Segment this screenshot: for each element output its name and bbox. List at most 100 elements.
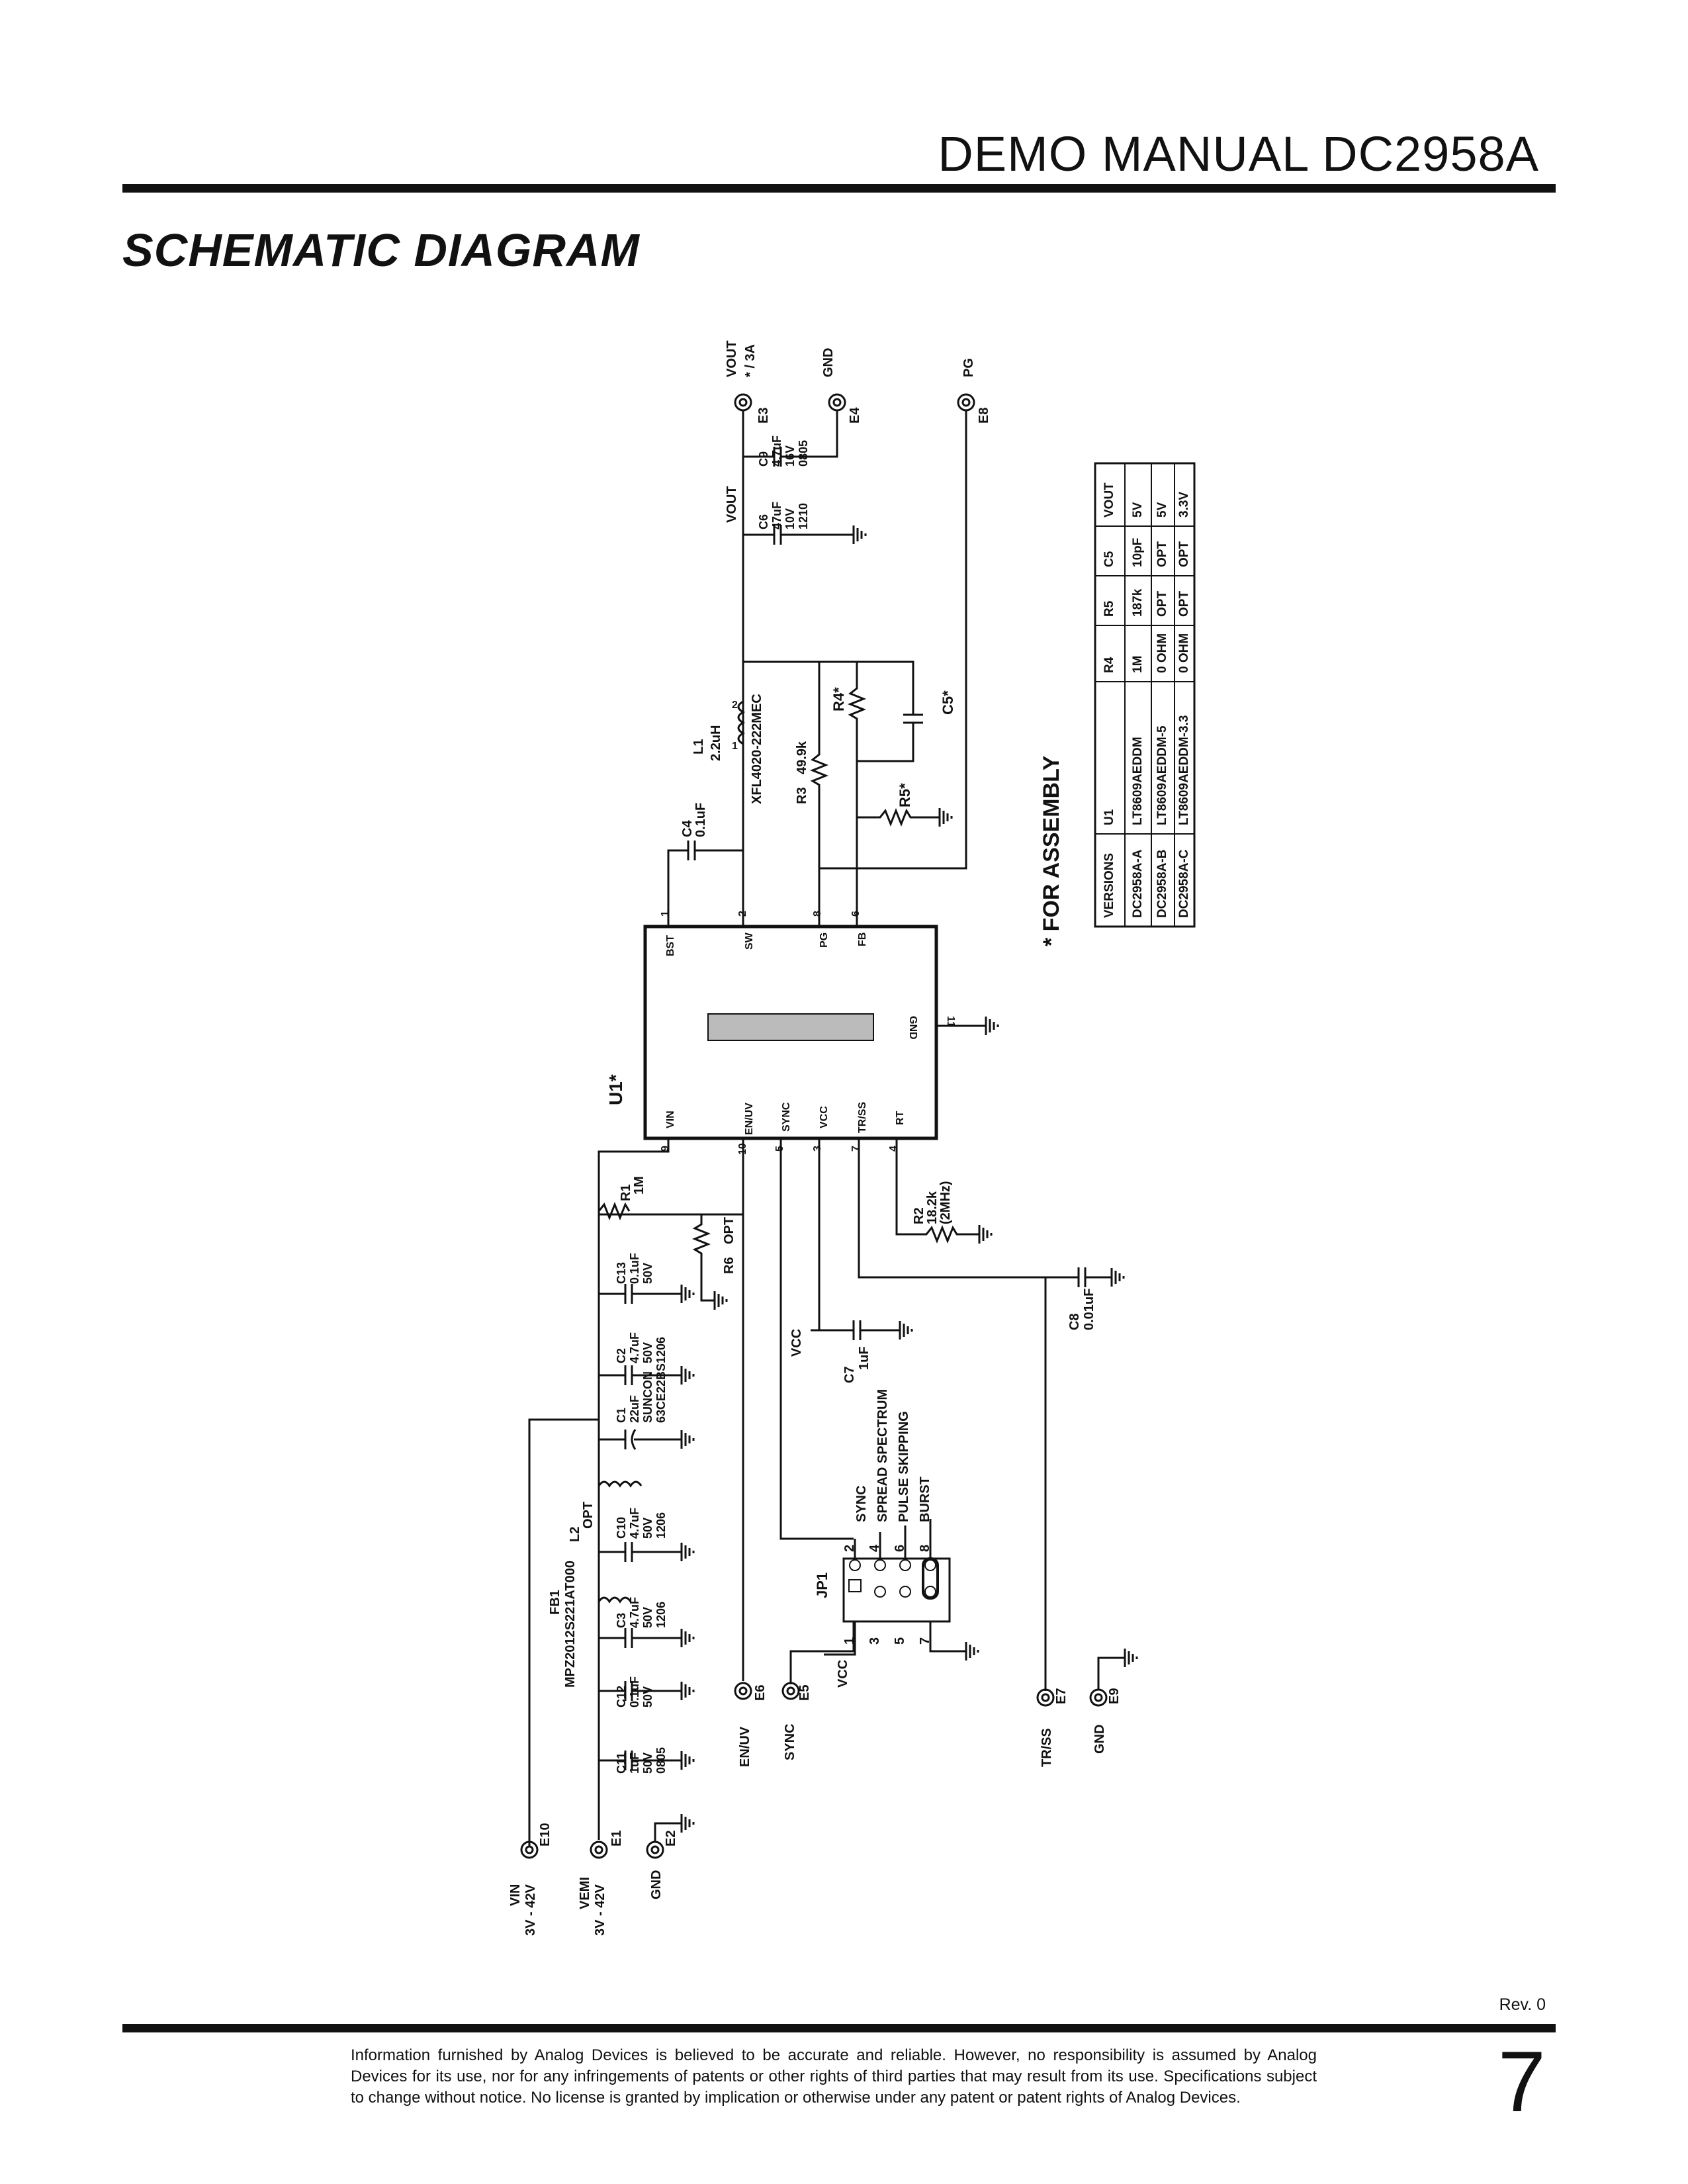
- terminal-e9-icon: [1089, 1688, 1108, 1707]
- terminal-e4-icon: [828, 393, 846, 412]
- jp1-ref: JP1: [814, 1572, 830, 1598]
- ground-icon: [680, 1627, 695, 1649]
- c2-ref: C2: [615, 1348, 628, 1363]
- c3-value: 4.7uF: [628, 1597, 641, 1628]
- r2-freq: (2MHz): [938, 1181, 953, 1224]
- vout-net-label: VOUT: [725, 486, 739, 523]
- r1-value: 1M: [632, 1176, 646, 1195]
- c12-value: 0.1uF: [628, 1676, 641, 1707]
- ground-icon: [978, 1224, 993, 1245]
- pin-fb-name: FB: [857, 933, 868, 946]
- c12-cap: [599, 1680, 695, 1702]
- jp1-mode-burst: BURST: [918, 1477, 932, 1522]
- versions-table-cell: DC2958A-B: [1155, 850, 1169, 918]
- c13-ref: C13: [615, 1262, 628, 1284]
- jp1-pin-3: 3: [867, 1637, 882, 1645]
- r1-ref: R1: [619, 1184, 633, 1201]
- c1-brand: SUNCON: [641, 1371, 654, 1423]
- e10-label: VIN: [508, 1884, 523, 1906]
- versions-table-cell: OPT: [1177, 591, 1191, 617]
- versions-table-cell: 5V: [1155, 502, 1169, 518]
- pin-bst-num: 1: [660, 911, 671, 917]
- c11-ref: C11: [615, 1752, 628, 1774]
- e8-label: PG: [961, 358, 976, 377]
- footer-rule: [122, 2024, 1556, 2032]
- e10-range: 3V - 42V: [523, 1884, 538, 1936]
- e2-label: GND: [649, 1870, 664, 1899]
- ic-u1-body: [643, 925, 938, 1140]
- section-title: SCHEMATIC DIAGRAM: [122, 224, 640, 276]
- header-rule: [122, 184, 1556, 193]
- c8-ref: C8: [1067, 1313, 1082, 1330]
- jp1-pin-7: 7: [918, 1637, 932, 1645]
- versions-table-cell: 0 OHM: [1177, 633, 1191, 673]
- c9-value: 4.7uF: [770, 435, 783, 467]
- versions-table-cell: LT8609AEDDM: [1131, 737, 1145, 825]
- vcc-jp1-label: VCC: [836, 1660, 850, 1688]
- e10-ref: E10: [538, 1823, 553, 1846]
- ic-u1-ref: U1*: [605, 1074, 626, 1105]
- r3-ref: R3: [795, 787, 809, 804]
- e9-ref: E9: [1107, 1688, 1122, 1704]
- l1-part: XFL4020-222MEC: [750, 694, 764, 804]
- e5-label: SYNC: [783, 1723, 797, 1760]
- l1-value: 2.2uH: [709, 725, 723, 761]
- versions-table-cell: 1M: [1131, 656, 1145, 673]
- r3-value: 49.9k: [795, 741, 809, 774]
- c6-voltage: 10V: [783, 508, 797, 529]
- pin-sync-name: SYNC: [781, 1102, 792, 1132]
- e1-range: 3V - 42V: [593, 1884, 607, 1936]
- versions-table-header-cell: U1: [1102, 809, 1116, 825]
- r4-ref: R4*: [830, 687, 847, 711]
- c9-package: 0805: [797, 440, 810, 467]
- c3-voltage: 50V: [641, 1607, 654, 1628]
- versions-table-header-cell: VOUT: [1102, 482, 1116, 518]
- versions-table-cell: 3.3V: [1177, 492, 1191, 518]
- e1-label: VEMI: [578, 1877, 592, 1909]
- pin-gnd-num: 11: [945, 1016, 956, 1027]
- pin-trss-num: 7: [850, 1146, 862, 1152]
- revision-label: Rev. 0: [1499, 1995, 1546, 2014]
- ground-icon: [899, 1320, 913, 1341]
- e9-label: GND: [1092, 1725, 1107, 1754]
- ground-icon: [852, 524, 867, 545]
- footer-disclaimer: Information furnished by Analog Devices …: [351, 2046, 1317, 2107]
- ground-icon: [680, 1680, 695, 1702]
- jp1-mode-sync: SYNC: [854, 1485, 869, 1522]
- jp1-mode-spread: SPREAD SPECTRUM: [875, 1389, 890, 1522]
- c2-cap: [599, 1365, 695, 1386]
- c13-value: 0.1uF: [628, 1253, 641, 1284]
- e4-label: GND: [821, 348, 836, 377]
- c12-voltage: 50V: [641, 1686, 654, 1707]
- c3-package: 1206: [654, 1602, 668, 1628]
- c4-value: 0.1uF: [693, 803, 708, 837]
- ground-icon: [985, 1015, 999, 1036]
- c9-ref: C9: [757, 451, 770, 467]
- jp1-mode-pulse: PULSE SKIPPING: [897, 1411, 911, 1522]
- r2-value: 18.2k: [925, 1191, 940, 1224]
- c1-cap: [599, 1429, 695, 1450]
- pin-sw-name: SW: [744, 932, 755, 950]
- c10-value: 4.7uF: [628, 1508, 641, 1539]
- svg-text:1: 1: [732, 741, 738, 752]
- e1-ref: E1: [609, 1831, 624, 1846]
- versions-table-cell: DC2958A-C: [1177, 849, 1191, 918]
- pin-vin-name: VIN: [665, 1111, 676, 1128]
- l1-ref: L1: [691, 739, 706, 754]
- pin-trss-name: TR/SS: [857, 1102, 868, 1133]
- c6-package: 1210: [797, 503, 810, 529]
- c11-cap: [599, 1750, 695, 1771]
- c10-ref: C10: [615, 1517, 628, 1539]
- terminal-e2-icon: [646, 1841, 664, 1859]
- l2-ref: L2: [568, 1527, 582, 1542]
- jp1-header: [842, 1557, 951, 1623]
- svg-text:2: 2: [732, 700, 738, 711]
- ground-icon: [713, 1290, 728, 1311]
- c3-cap: [599, 1627, 695, 1649]
- c12-ref: C12: [615, 1686, 628, 1707]
- c6-value: 47uF: [770, 502, 783, 529]
- versions-table-header-cell: C5: [1102, 551, 1116, 567]
- c2-package: 1206: [654, 1337, 668, 1363]
- assembly-note: * FOR ASSEMBLY: [1039, 755, 1064, 946]
